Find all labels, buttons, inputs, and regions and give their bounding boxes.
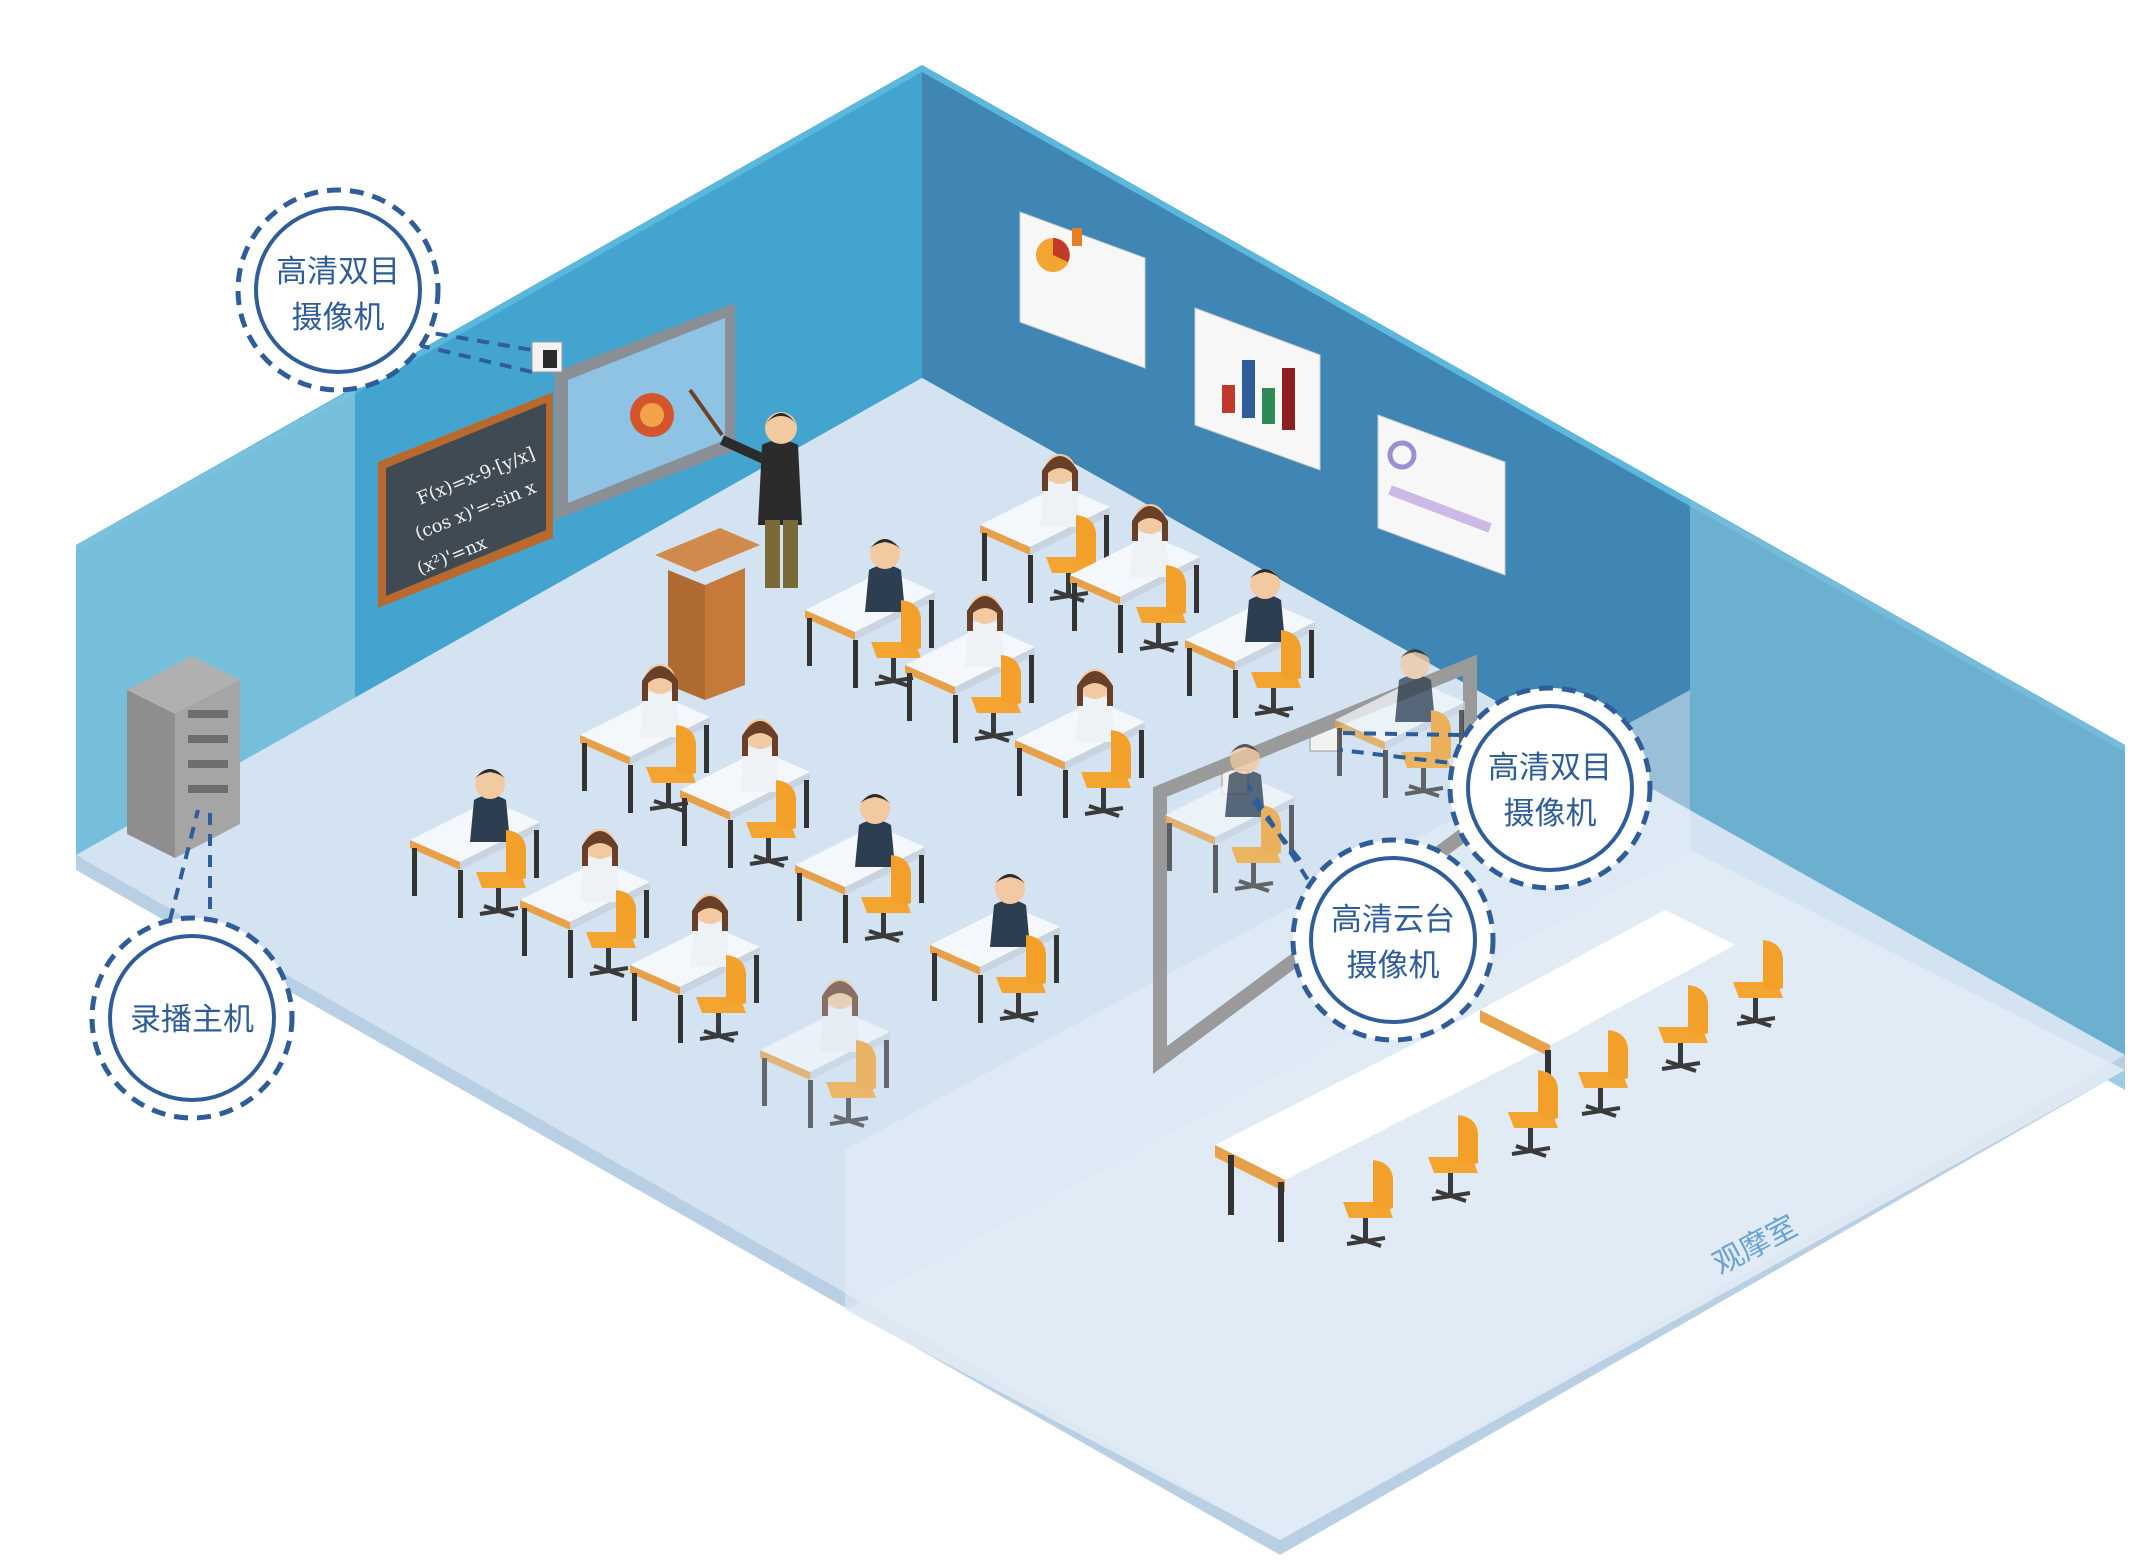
glass-right-wall — [1690, 500, 2125, 1090]
callout-recorder-host-label: 录播主机 — [130, 1002, 254, 1038]
callout-dual-lens-camera-top-line1: 高清双目 — [276, 254, 400, 290]
wall-poster-text — [1377, 414, 1506, 576]
wall-poster-bar-chart — [1194, 307, 1321, 471]
callout-dual-lens-camera-rear-line2: 摄像机 — [1504, 796, 1597, 832]
callout-dual-lens-camera-rear: 高清双目 摄像机 — [1447, 685, 1653, 891]
callout-recorder-host: 录播主机 — [89, 915, 295, 1121]
callout-dual-lens-camera-top: 高清双目 摄像机 — [235, 187, 441, 393]
recorder-host-rack — [127, 656, 240, 858]
blackboard: F(x)=x-9·[y/x] (cos x)'=-sin x (x²)'=nx — [378, 392, 553, 608]
callout-ptz-camera-line1: 高清云台 — [1331, 902, 1455, 938]
callout-dual-lens-camera-rear-line1: 高清双目 — [1488, 750, 1612, 786]
observation-floor — [845, 850, 2125, 1540]
callout-ptz-camera-line2: 摄像机 — [1347, 948, 1440, 984]
interactive-whiteboard — [555, 303, 735, 520]
teacher-podium — [655, 528, 760, 700]
callout-ptz-camera: 高清云台 摄像机 — [1290, 837, 1496, 1043]
dual-lens-camera-front — [531, 341, 563, 373]
observation-tables — [1215, 910, 1735, 1242]
teacher — [719, 412, 802, 588]
wall-poster-pie-chart — [1019, 211, 1146, 369]
callout-dual-lens-camera-top-line2: 摄像机 — [292, 300, 385, 336]
